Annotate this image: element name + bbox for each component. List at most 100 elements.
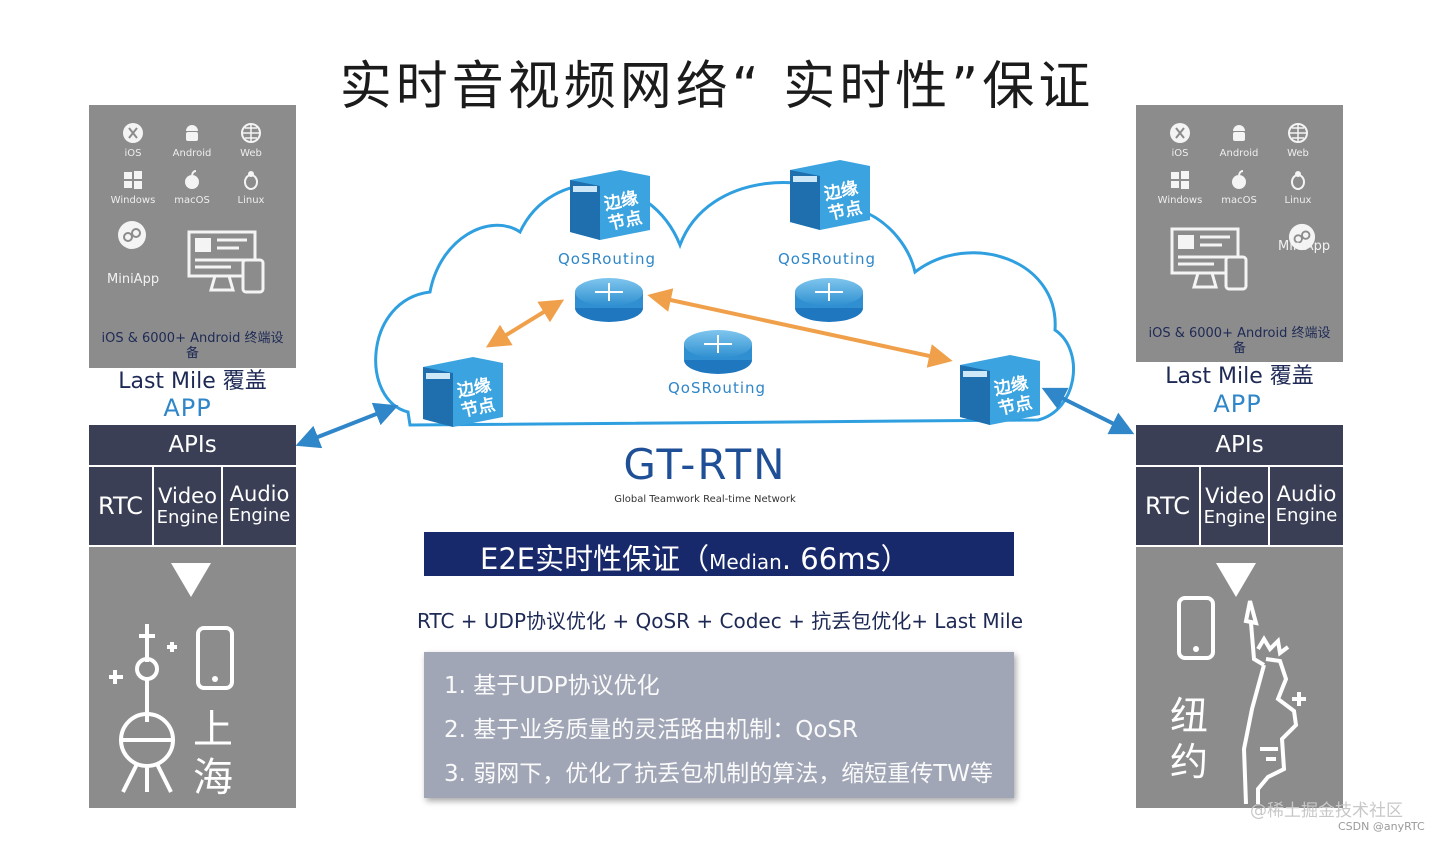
video-label: Video	[1205, 484, 1264, 508]
orange-link-long	[647, 288, 953, 368]
watermark-csdn: CSDN @anyRTC	[1338, 820, 1425, 833]
platform-label: iOS	[1171, 148, 1189, 159]
edge-node-server: 边缘 节点	[960, 355, 1040, 425]
platform-label: Android	[172, 148, 212, 159]
apple-icon	[1232, 170, 1246, 189]
network-subtitle: Global Teamwork Real-time Network	[614, 494, 796, 505]
qos-routing-label: QoSRouting	[668, 379, 767, 397]
last-mile-label: Last Mile 覆盖	[1165, 364, 1314, 389]
app-label: APP	[163, 394, 212, 422]
e2e-median: Median	[709, 550, 782, 574]
web-icon	[1288, 123, 1308, 143]
router-icon	[795, 278, 863, 322]
list-item: 3. 弱网下，优化了抗丢包机制的算法，缩短重传TW等	[444, 761, 994, 787]
technology-formula: RTC + UDP协议优化 + QoSR + Codec + 抗丢包优化+ La…	[416, 609, 1023, 633]
platform-label: macOS	[1221, 195, 1257, 206]
audio-engine-label: Engine	[1275, 505, 1338, 526]
watermark: @稀土掘金技术社区	[1250, 801, 1403, 821]
city-shanghai-1: 上	[193, 707, 233, 753]
rtc-label: RTC	[98, 492, 143, 520]
rtc-module: RTC	[1136, 467, 1199, 545]
rtc-module: RTC	[89, 467, 152, 545]
linux-icon	[1291, 171, 1305, 190]
platform-label: Web	[1287, 148, 1309, 159]
blue-link-right	[1041, 387, 1135, 435]
windows-icon	[124, 171, 142, 189]
miniapp-icon	[1288, 223, 1316, 251]
platform-macos: macOS	[1209, 169, 1269, 206]
qos-routing-label: QoSRouting	[778, 250, 877, 268]
platform-label: Windows	[1157, 195, 1203, 206]
phone-icon	[1177, 596, 1215, 660]
audio-engine-module: Audio Engine	[1270, 467, 1343, 545]
audio-label: Audio	[1276, 482, 1337, 506]
web-icon	[241, 123, 261, 143]
platform-label: Android	[1219, 148, 1259, 159]
video-engine-label: Engine	[1203, 507, 1266, 528]
platform-ios: iOS	[103, 122, 163, 159]
city-shanghai-2: 海	[193, 755, 233, 801]
statue-of-liberty-icon	[1241, 600, 1306, 804]
list-item: 2. 基于业务质量的灵活路由机制：QoSR	[444, 717, 859, 743]
down-triangle-icon	[1216, 563, 1256, 597]
e2e-dot: .	[781, 542, 792, 576]
apis-header: APIs	[1136, 425, 1343, 465]
miniapp-icon	[118, 221, 146, 249]
platform-web: Web	[221, 122, 281, 159]
desktop-icon	[187, 230, 265, 294]
platform-android: Android	[162, 122, 222, 159]
windows-icon	[1171, 171, 1189, 189]
device-note: iOS & 6000+ Android 终端设	[101, 331, 284, 346]
android-icon	[1233, 125, 1245, 141]
router-icon	[575, 278, 643, 322]
platform-windows: Windows	[1150, 169, 1210, 206]
edge-node-server: 边缘 节点	[423, 357, 503, 427]
ios-icon	[123, 123, 143, 143]
platform-linux: Linux	[1268, 169, 1328, 206]
miniapp-label: MiniApp	[107, 272, 160, 287]
platform-linux: Linux	[221, 169, 281, 206]
list-item: 1. 基于UDP协议优化	[444, 673, 660, 699]
device-note-cont: 备	[185, 346, 199, 361]
desktop-icon	[1170, 227, 1248, 291]
e2e-value: 66ms	[791, 542, 881, 576]
network-name: GT-RTN	[623, 440, 787, 489]
orange-link-left	[485, 299, 565, 348]
platform-label: iOS	[124, 148, 142, 159]
audio-engine-label: Engine	[228, 505, 291, 526]
miniapp-label: MiniApp	[1278, 239, 1331, 254]
edge-node-server: 边缘 节点	[790, 160, 870, 230]
last-mile-label: Last Mile 覆盖	[118, 369, 267, 394]
feature-list: 1. 基于UDP协议优化 2. 基于业务质量的灵活路由机制：QoSR 3. 弱网…	[424, 652, 1014, 798]
platform-windows: Windows	[103, 169, 163, 206]
linux-icon	[244, 171, 258, 190]
apis-header: APIs	[89, 425, 296, 465]
platform-label: Windows	[110, 195, 156, 206]
left-city-panel: 上 海	[89, 547, 296, 808]
platform-label: macOS	[174, 195, 210, 206]
qos-routing-label: QoSRouting	[558, 250, 657, 268]
platform-android: Android	[1209, 122, 1269, 159]
city-newyork-1: 纽	[1170, 694, 1209, 738]
video-engine-module: Video Engine	[1201, 467, 1268, 545]
platform-label: Linux	[237, 195, 265, 206]
device-note-cont: 备	[1232, 341, 1246, 356]
platform-label: Linux	[1284, 195, 1312, 206]
e2e-suffix: ）	[880, 542, 910, 576]
phone-icon	[196, 626, 234, 690]
video-engine-label: Engine	[156, 507, 219, 528]
right-device-panel: iOS Android Web Windows macOS Linux Mini…	[1136, 105, 1343, 362]
down-triangle-icon	[171, 563, 211, 597]
platform-label: Web	[240, 148, 262, 159]
apple-icon	[185, 170, 199, 189]
audio-label: Audio	[229, 482, 290, 506]
left-device-panel: iOS Android Web Windows macOS Linux Mini…	[89, 105, 296, 368]
audio-engine-module: Audio Engine	[223, 467, 296, 545]
blue-link-left	[295, 402, 399, 449]
ios-icon	[1170, 123, 1190, 143]
e2e-prefix: E2E实时性保证（	[480, 542, 710, 576]
device-note: iOS & 6000+ Android 终端设	[1148, 326, 1331, 341]
app-label: APP	[1213, 390, 1262, 418]
platform-ios: iOS	[1150, 122, 1210, 159]
